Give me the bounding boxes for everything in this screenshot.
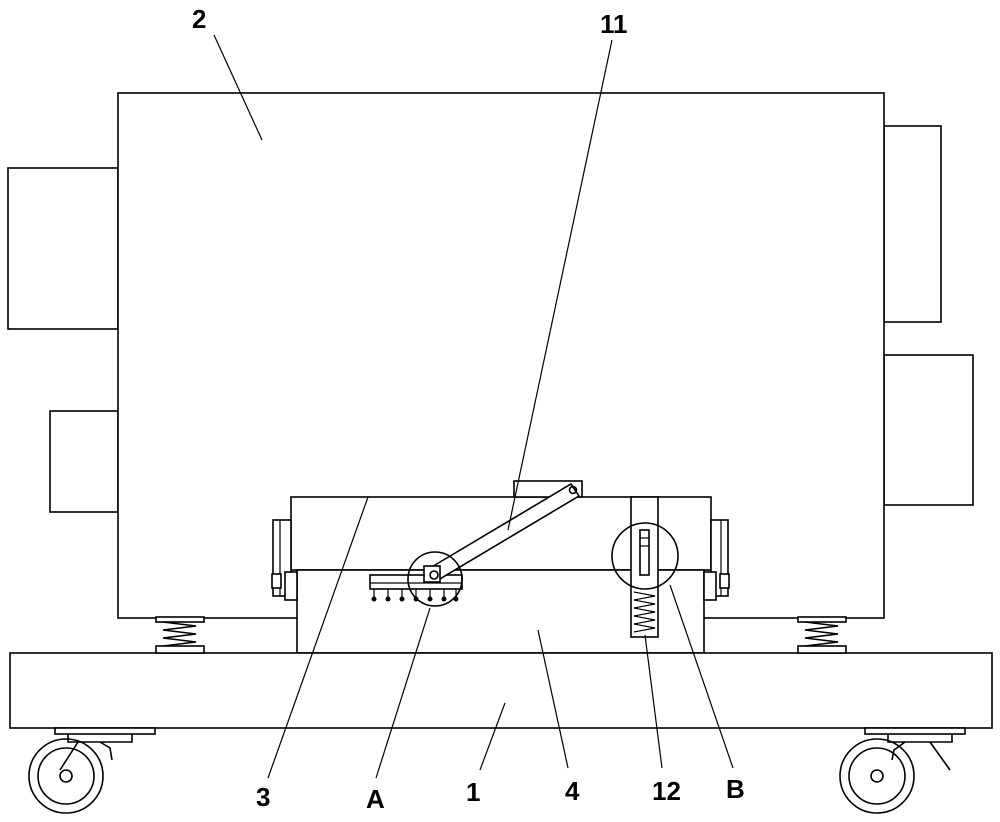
left-upper-box [7,167,119,330]
label-11: 11 [600,9,628,39]
left-lower-box [49,410,119,513]
right-lower-box [883,354,974,506]
right-caster-wheel [839,727,966,814]
detail-circle-a [407,551,463,607]
right-upper-box [883,125,942,323]
left-damper-spring [155,616,205,654]
left-guide-rail [271,519,298,601]
label-3: 3 [256,782,270,812]
spring-latch [630,496,659,638]
leader-lines [213,34,734,779]
label-2: 2 [192,4,206,34]
label-12: 12 [652,776,681,806]
detail-circle-b [611,522,679,590]
right-guide-rail [703,519,730,601]
label-a: A [366,784,385,814]
label-4: 4 [565,776,580,806]
base-plate [9,652,993,729]
label-1: 1 [466,777,480,807]
label-b: B [726,774,745,804]
right-damper-spring [797,616,847,654]
left-caster-wheel [28,727,156,814]
link-rod [423,482,581,583]
